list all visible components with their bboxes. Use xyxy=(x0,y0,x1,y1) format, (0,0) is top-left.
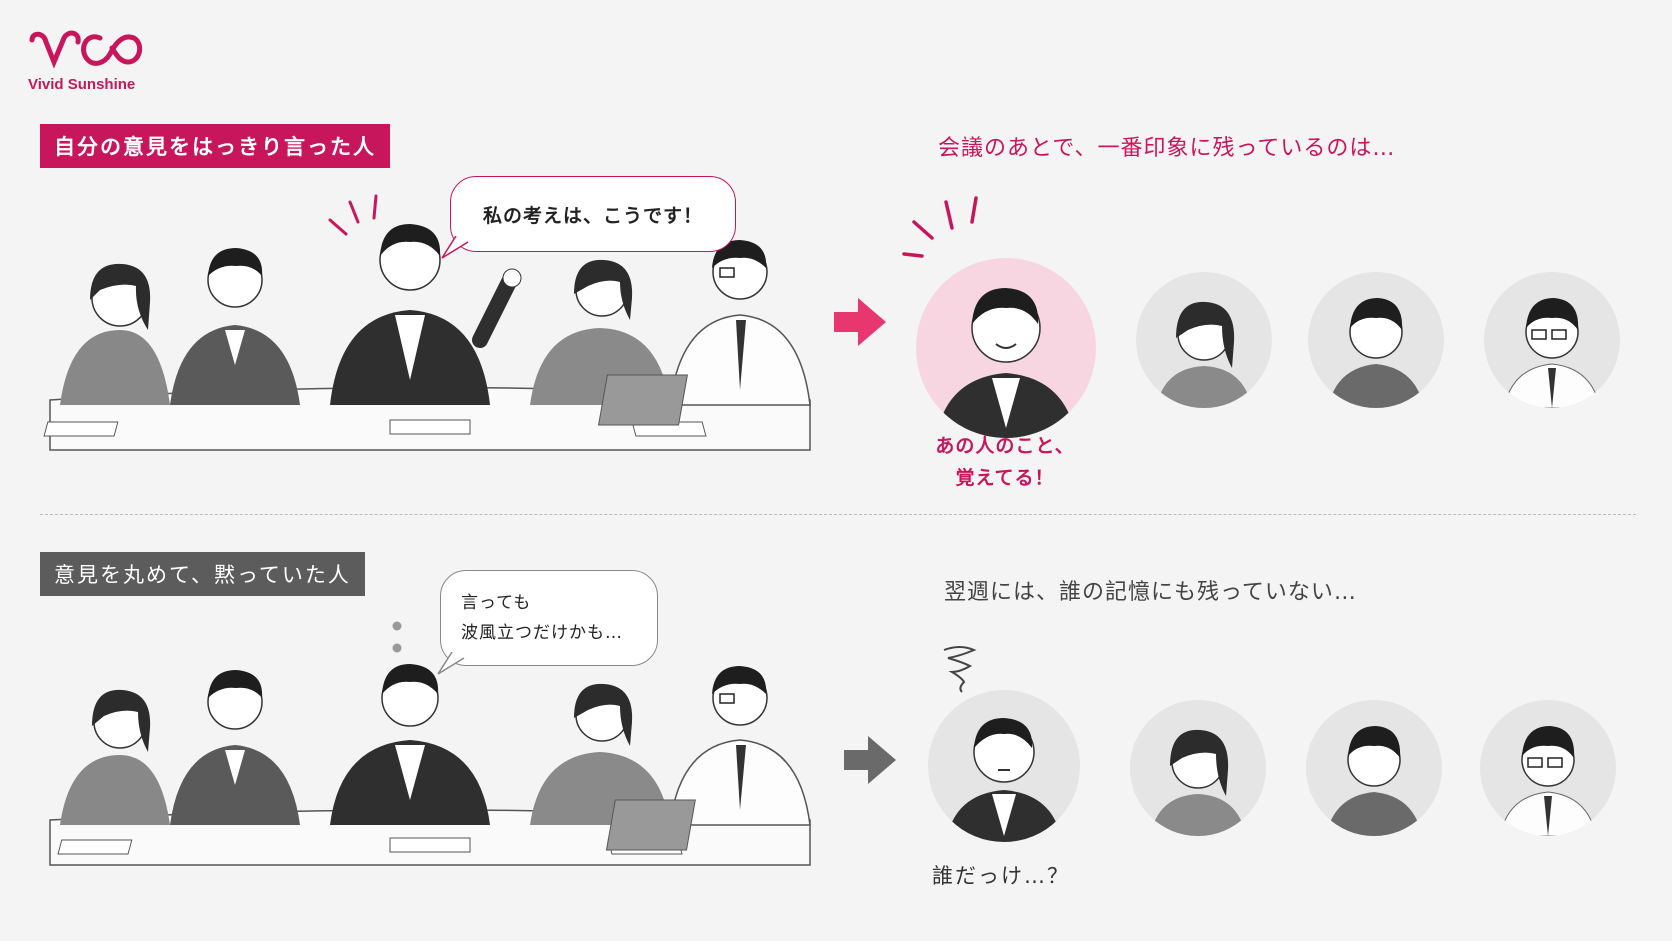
thought-dots-icon xyxy=(392,621,402,653)
arrow-right-pink-icon xyxy=(834,298,886,346)
bottom-caption: 誰だっけ…？ xyxy=(932,864,1070,888)
speech-bubble-confident: 私の考えは、こうです！ xyxy=(450,176,736,252)
brand-name: Vivid Sunshine xyxy=(28,76,136,93)
dizzy-swirl-icon xyxy=(943,646,977,693)
meeting-scene-silent xyxy=(40,660,820,870)
bottom-section-label: 意見を丸めて、黙っていた人 xyxy=(40,552,365,596)
bottom-heading: 翌週には、誰の記憶にも残っていない… xyxy=(944,580,1357,605)
meeting-scene-speaking xyxy=(40,190,820,460)
avatar-remembered-person xyxy=(916,258,1096,438)
avatar-man-glasses-1 xyxy=(1484,272,1620,408)
section-divider xyxy=(40,514,1636,515)
avatar-man-2 xyxy=(1306,700,1442,836)
speech-tail-gray-icon xyxy=(437,652,465,675)
avatar-woman-2 xyxy=(1130,700,1266,836)
speech-tail-icon xyxy=(441,236,469,259)
avatar-forgotten-person xyxy=(928,690,1080,842)
bottom-speech-line2: 波風立つだけかも… xyxy=(461,623,623,643)
bottom-speech-line1: 言っても xyxy=(461,593,532,613)
top-caption-line2: 覚えてる！ xyxy=(955,467,1055,489)
avatar-woman-1 xyxy=(1136,272,1272,408)
arrow-right-gray-icon xyxy=(844,736,896,784)
top-section-label: 自分の意見をはっきり言った人 xyxy=(40,124,390,168)
logo-mark-icon xyxy=(29,30,143,69)
top-caption: あの人のこと、 覚えてる！ xyxy=(930,430,1080,494)
avatar-man-1 xyxy=(1308,272,1444,408)
avatar-man-glasses-2 xyxy=(1480,700,1616,836)
spark-lines-icon xyxy=(902,196,978,258)
top-heading: 会議のあとで、一番印象に残っているのは… xyxy=(938,136,1396,161)
brand-logo: Vivid Sunshine xyxy=(28,28,158,98)
top-caption-line1: あの人のこと、 xyxy=(935,435,1075,457)
speech-bubble-hesitant: 言っても 波風立つだけかも… xyxy=(440,570,658,666)
